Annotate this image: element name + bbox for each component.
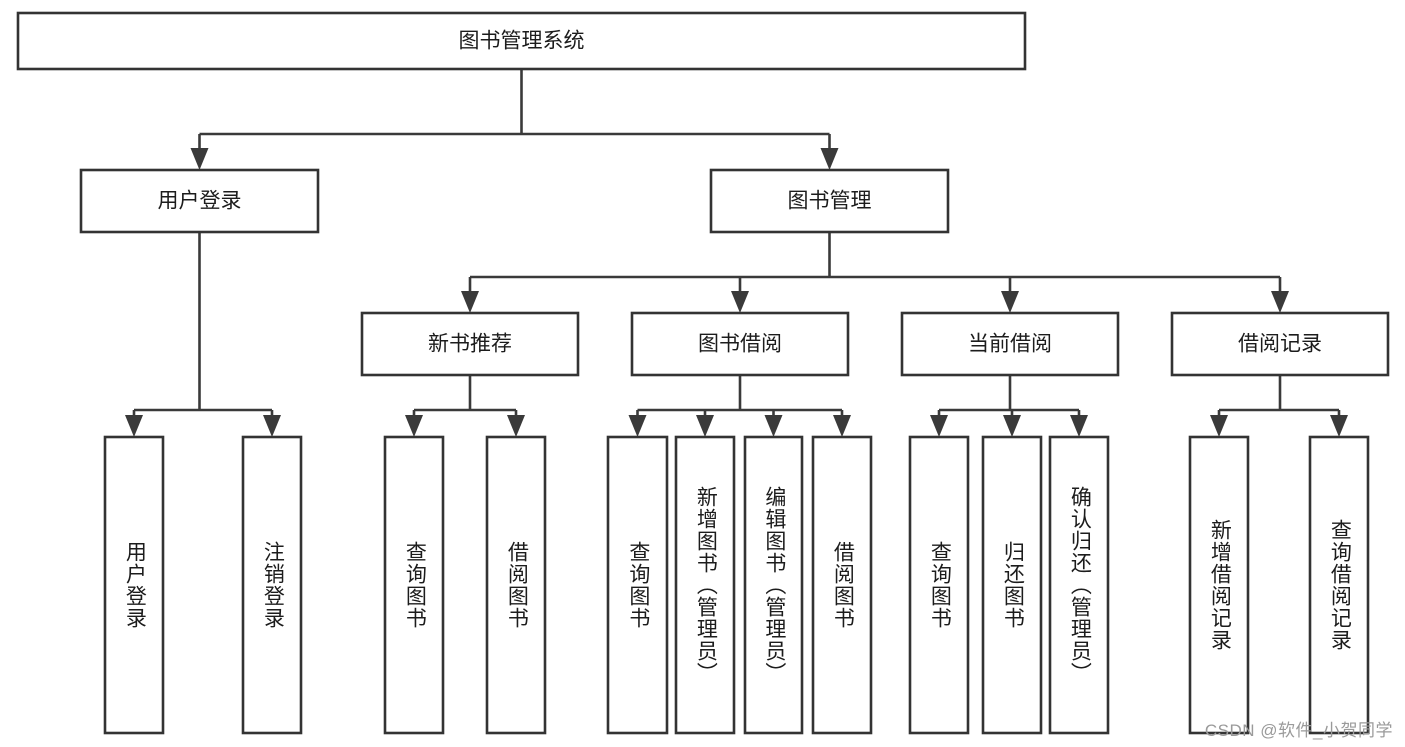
node-root[interactable] [16,11,1027,71]
node-leaf-return-book[interactable] [981,435,1043,735]
node-borrow-record[interactable] [1170,311,1390,377]
node-user-login[interactable] [79,168,320,234]
arrow-head-icon-book-borrow-2 [764,415,783,437]
arrow-head-icon-current-borrow-1 [1003,415,1021,437]
arrow-head-icon-book-borrow-0 [628,415,647,437]
node-borrow-record-label: 借阅记录 [1238,333,1322,356]
node-user-login-label: 用户登录 [158,190,242,213]
node-book-manage-label: 图书管理 [788,190,872,213]
boxes-layer [16,11,1390,735]
node-leaf-borrow-book-1[interactable] [485,435,547,735]
node-current-borrow[interactable] [900,311,1120,377]
watermark-text: CSDN @软件_小贺同学 [1204,721,1393,740]
arrow-head-icon-current-borrow-0 [930,415,948,437]
arrow-head-icon-level1-1 [820,148,839,170]
node-book-borrow[interactable] [630,311,850,377]
arrow-head-icon-new-book-recommend-1 [507,415,525,437]
arrow-head-icon-book-borrow-1 [696,415,714,437]
node-leaf-query-book-3[interactable] [908,435,970,735]
arrow-head-icon-level2-2 [1001,291,1019,313]
node-leaf-user-logout[interactable] [241,435,303,735]
arrow-head-icon-user-login-1 [263,415,281,437]
node-new-book-recommend-label: 新书推荐 [428,333,512,356]
arrow-head-icon-level2-1 [731,291,749,313]
node-leaf-confirm-return[interactable] [1048,435,1110,735]
arrow-head-icon-level2-0 [461,291,479,313]
node-root-label: 图书管理系统 [459,30,585,53]
node-leaf-add-book[interactable] [674,435,736,735]
arrow-head-icon-borrow-record-1 [1330,415,1348,437]
node-current-borrow-label: 当前借阅 [968,333,1052,356]
node-book-manage[interactable] [709,168,950,234]
node-book-borrow-label: 图书借阅 [698,333,782,356]
arrow-head-icon-book-borrow-3 [833,415,851,437]
arrow-head-icon-level2-3 [1271,291,1289,313]
node-leaf-query-book-1[interactable] [383,435,445,735]
arrow-head-icon-user-login-0 [125,415,143,437]
arrow-head-icon-new-book-recommend-0 [405,415,423,437]
node-leaf-borrow-book-2[interactable] [811,435,873,735]
node-new-book-recommend[interactable] [360,311,580,377]
connectors-layer [125,69,1348,437]
node-leaf-query-book-2[interactable] [606,435,669,735]
arrow-head-icon-current-borrow-2 [1070,415,1088,437]
arrow-head-icon-level1-0 [190,148,209,170]
node-leaf-add-record[interactable] [1188,435,1250,735]
node-leaf-edit-book[interactable] [743,435,804,735]
arrow-head-icon-borrow-record-0 [1210,415,1228,437]
node-leaf-user-login[interactable] [103,435,165,735]
node-leaf-query-record[interactable] [1308,435,1370,735]
